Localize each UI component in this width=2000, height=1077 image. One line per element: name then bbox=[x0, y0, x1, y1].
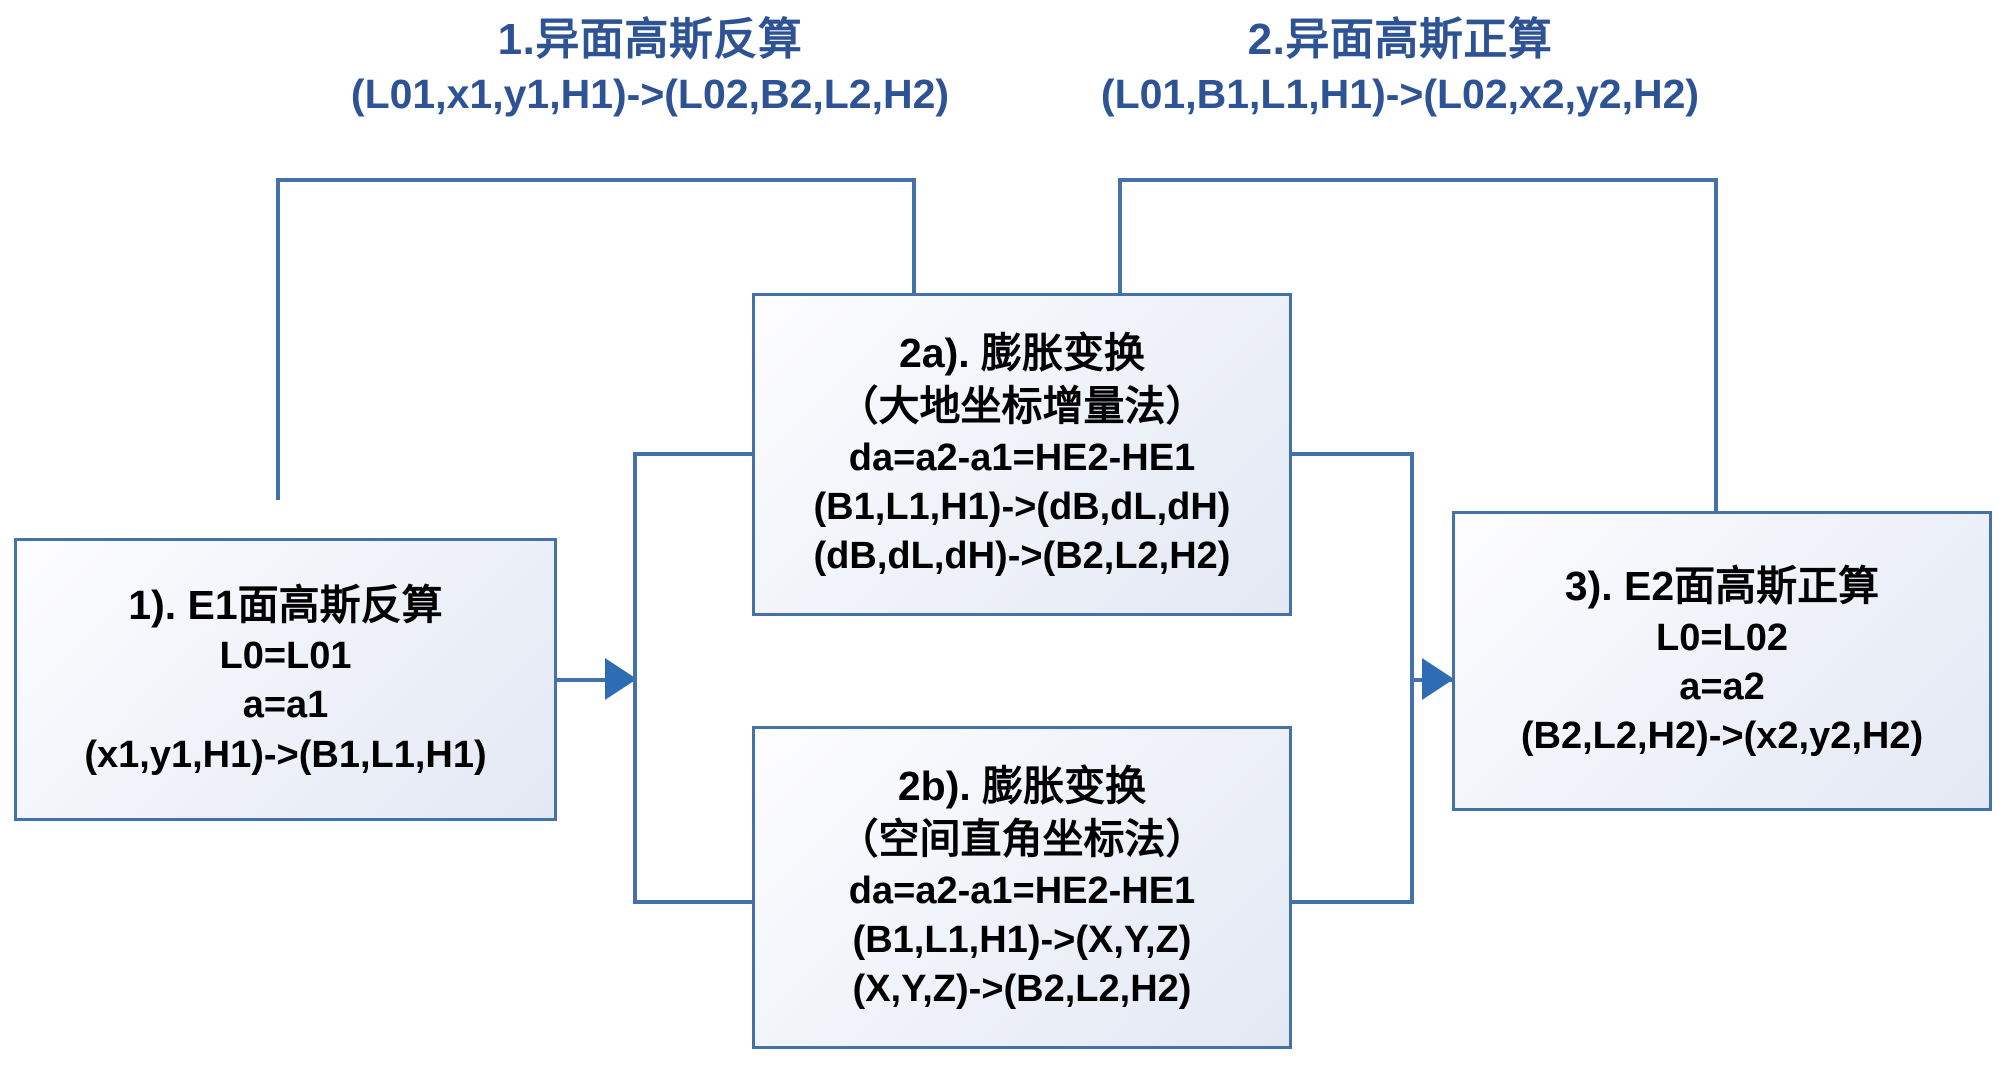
box2a-subtitle: （大地坐标增量法） bbox=[837, 383, 1207, 430]
box-e1-gauss-inverse[interactable]: 1). E1面高斯反算 L0=L01 a=a1 (x1,y1,H1)->(B1,… bbox=[14, 538, 557, 821]
split-junction-vertical bbox=[633, 452, 637, 904]
box2b-line-1: da=a2-a1=HE2-HE1 bbox=[848, 869, 1196, 912]
box3-title: 3). E2面高斯正算 bbox=[1564, 563, 1880, 610]
box1-title: 1). E1面高斯反算 bbox=[128, 581, 443, 628]
box3-line-1: L0=L02 bbox=[1655, 616, 1789, 659]
box2a-line-1: da=a2-a1=HE2-HE1 bbox=[848, 436, 1196, 479]
heading-1-title: 1.异面高斯反算 bbox=[497, 15, 803, 64]
box3-line-2: a=a2 bbox=[1679, 665, 1765, 708]
heading-2-title: 2.异面高斯正算 bbox=[1247, 15, 1553, 64]
box2a-line-3: (dB,dL,dH)->(B2,L2,H2) bbox=[813, 535, 1231, 578]
heading-gauss-inverse: 1.异面高斯反算 (L01,x1,y1,H1)->(L02,B2,L2,H2) bbox=[240, 12, 1060, 121]
box3-line-3: (B2,L2,H2)->(x2,y2,H2) bbox=[1520, 715, 1924, 758]
box1-line-1: L0=L01 bbox=[219, 635, 352, 678]
bracket-2-top-horizontal bbox=[1118, 178, 1718, 182]
bracket-1-top-horizontal bbox=[276, 178, 916, 182]
edge-split-to-box2b bbox=[633, 900, 755, 904]
edge-box1-to-split bbox=[557, 678, 633, 682]
box2a-title: 2a). 膨胀变换 bbox=[898, 330, 1146, 377]
box2a-line-2: (B1,L1,H1)->(dB,dL,dH) bbox=[813, 486, 1231, 529]
box-dilation-space-rectangular[interactable]: 2b). 膨胀变换 （空间直角坐标法） da=a2-a1=HE2-HE1 (B1… bbox=[752, 726, 1292, 1049]
box2b-line-3: (X,Y,Z)->(B2,L2,H2) bbox=[852, 968, 1192, 1011]
edge-split-to-box2a bbox=[633, 452, 755, 456]
box-e2-gauss-forward[interactable]: 3). E2面高斯正算 L0=L02 a=a2 (B2,L2,H2)->(x2,… bbox=[1452, 511, 1992, 811]
box2b-title: 2b). 膨胀变换 bbox=[897, 763, 1147, 810]
edge-box2a-to-merge bbox=[1292, 452, 1414, 456]
box1-line-2: a=a1 bbox=[242, 684, 329, 727]
heading-1-subtitle: (L01,x1,y1,H1)->(L02,B2,L2,H2) bbox=[350, 71, 950, 118]
box2b-subtitle: （空间直角坐标法） bbox=[837, 816, 1207, 863]
bracket-2-right-vertical bbox=[1714, 178, 1718, 512]
edge-box2b-to-merge bbox=[1292, 900, 1414, 904]
bracket-1-right-vertical bbox=[912, 178, 916, 294]
box1-line-3: (x1,y1,H1)->(B1,L1,H1) bbox=[84, 733, 487, 776]
bracket-1-left-vertical bbox=[276, 178, 280, 500]
box2b-line-2: (B1,L1,H1)->(X,Y,Z) bbox=[852, 919, 1192, 962]
heading-2-subtitle: (L01,B1,L1,H1)->(L02,x2,y2,H2) bbox=[1100, 71, 1700, 118]
box-dilation-geodetic-increment[interactable]: 2a). 膨胀变换 （大地坐标增量法） da=a2-a1=HE2-HE1 (B1… bbox=[752, 293, 1292, 616]
arrowhead-box1-to-split bbox=[605, 658, 637, 700]
arrowhead-merge-to-box3 bbox=[1422, 658, 1454, 700]
heading-gauss-forward: 2.异面高斯正算 (L01,B1,L1,H1)->(L02,x2,y2,H2) bbox=[920, 12, 1880, 121]
